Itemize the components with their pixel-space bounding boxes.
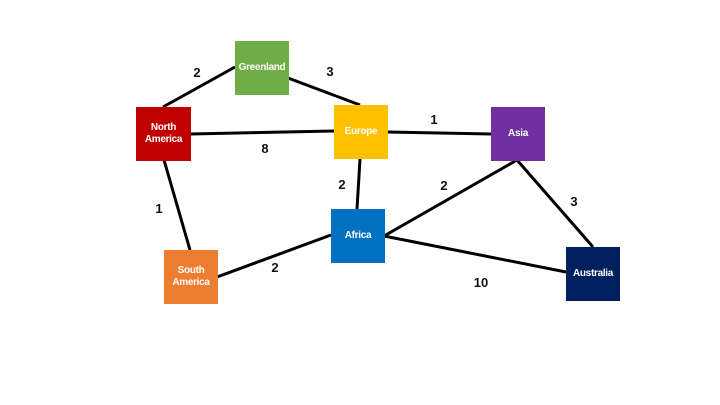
node-label: North America [144, 122, 183, 145]
node-label: Africa [344, 230, 372, 241]
edge-north-america-south-america [162, 159, 192, 251]
edge-asia-australia [515, 159, 595, 248]
edge-weight-asia-africa: 2 [440, 178, 448, 193]
edge-weight-africa-australia: 10 [473, 275, 489, 290]
node-label: Australia [572, 268, 614, 279]
edge-north-america-greenland [162, 65, 236, 109]
node-greenland: Greenland [235, 41, 289, 95]
edge-weight-south-america-africa: 2 [271, 260, 279, 275]
node-australia: Australia [566, 247, 620, 301]
edge-weight-europe-africa: 2 [338, 177, 346, 192]
edge-greenland-europe [287, 76, 361, 107]
edge-weight-north-america-europe: 8 [261, 141, 269, 156]
edge-weight-europe-asia: 1 [430, 112, 438, 127]
edge-north-america-europe [190, 129, 335, 136]
node-label: Europe [344, 126, 378, 137]
edge-africa-australia [383, 234, 567, 274]
edge-asia-africa [383, 158, 518, 238]
edge-weight-north-america-greenland: 2 [193, 65, 201, 80]
edge-europe-asia [386, 130, 492, 136]
node-label: South America [172, 265, 210, 288]
edge-europe-africa [355, 158, 362, 210]
node-north-america: North America [136, 107, 191, 161]
node-label: Asia [508, 128, 528, 139]
edge-weight-north-america-south-america: 1 [155, 201, 163, 216]
node-africa: Africa [331, 209, 385, 263]
node-south-america: South America [164, 250, 218, 304]
edge-weight-asia-australia: 3 [570, 194, 578, 209]
node-asia: Asia [491, 107, 545, 161]
node-europe: Europe [334, 105, 388, 159]
edge-south-america-africa [216, 233, 332, 279]
edge-weight-greenland-europe: 3 [326, 64, 334, 79]
node-label: Greenland [238, 62, 286, 73]
